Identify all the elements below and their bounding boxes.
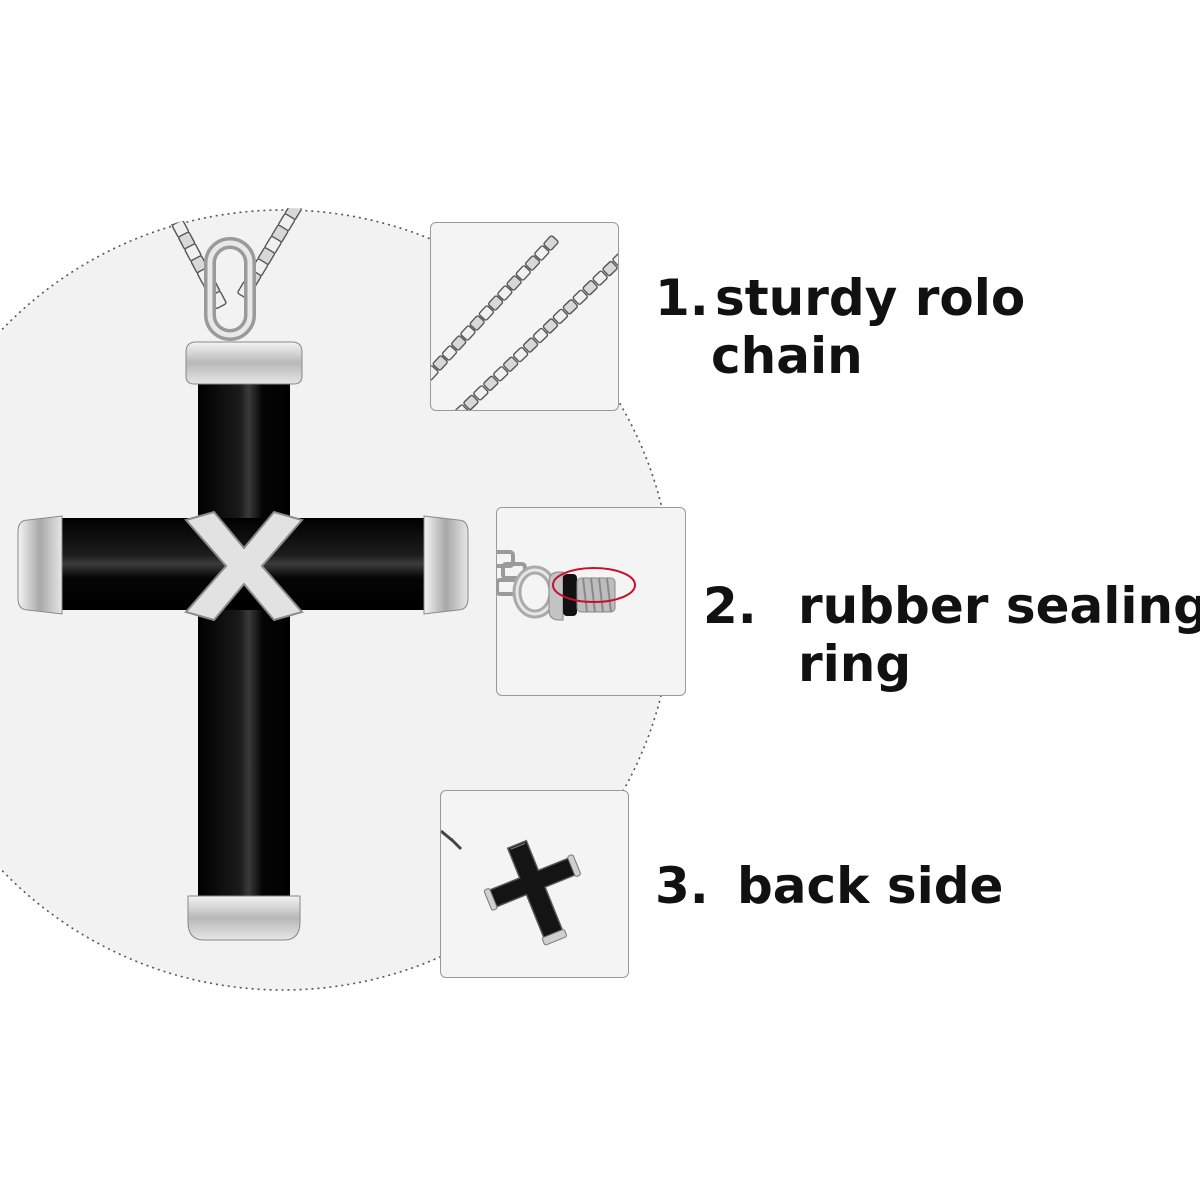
feature-title-line2: chain [711,327,863,385]
highlight-circle [552,567,636,603]
feature-title: sturdy rolo [715,269,1026,327]
feature-number: 2. [703,577,757,635]
feature-number: 1. [655,269,709,327]
back-side-image [440,790,629,978]
center-x-ornament [184,510,304,622]
feature-title-line2: ring [798,635,912,693]
feature-title: rubber sealing [798,577,1200,635]
rubber-sealing-ring-image [496,507,686,696]
feature-title: back side [737,857,1004,915]
bail [204,237,256,341]
feature-number: 3. [655,857,709,915]
rolo-chain-image [430,222,619,411]
cross-vertical [185,341,303,941]
